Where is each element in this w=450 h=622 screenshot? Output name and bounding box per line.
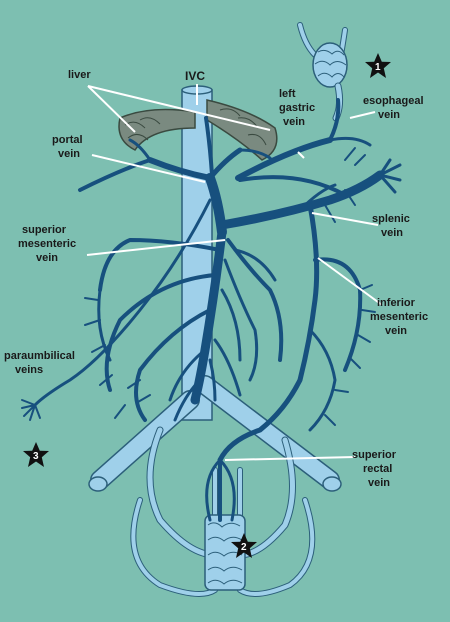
rectal-plexus xyxy=(204,514,246,591)
svg-text:2: 2 xyxy=(241,542,247,553)
portal-vein-label: portal vein xyxy=(52,134,86,160)
portal-veins xyxy=(21,98,402,522)
star-marker-1: 1 xyxy=(365,53,391,78)
star-icon xyxy=(23,442,49,467)
splenic-vein-label: splenic vein xyxy=(372,213,413,239)
iliac-veins xyxy=(88,375,342,492)
superior-mesenteric-vein-label: superior mesenteric vein xyxy=(18,224,79,264)
leader-lines xyxy=(86,84,383,461)
star-marker-2: 2 xyxy=(231,533,257,558)
systemic-veins xyxy=(88,22,348,597)
internal-iliac-veins xyxy=(130,426,316,597)
inferior-mesenteric-vein-label: inferior mesenteric vein xyxy=(370,297,431,337)
svg-text:1: 1 xyxy=(375,62,381,73)
ivc-label: IVC xyxy=(185,69,205,83)
ivc-vessel xyxy=(181,85,213,421)
svg-text:3: 3 xyxy=(33,451,39,462)
labels: liver IVC left gastric vein esophageal v… xyxy=(4,69,431,489)
left-gastric-vein-label: left gastric vein xyxy=(279,88,318,128)
star-icon xyxy=(231,533,257,558)
paraumbilical-veins-label: paraumbilical veins xyxy=(4,350,78,376)
liver-label: liver xyxy=(68,69,91,81)
star-marker-3: 3 xyxy=(23,442,49,467)
esophageal-vein-label: esophageal vein xyxy=(363,95,427,121)
liver xyxy=(118,99,278,161)
superior-rectal-vein-label: superior rectal vein xyxy=(352,449,399,489)
star-icon xyxy=(365,53,391,78)
